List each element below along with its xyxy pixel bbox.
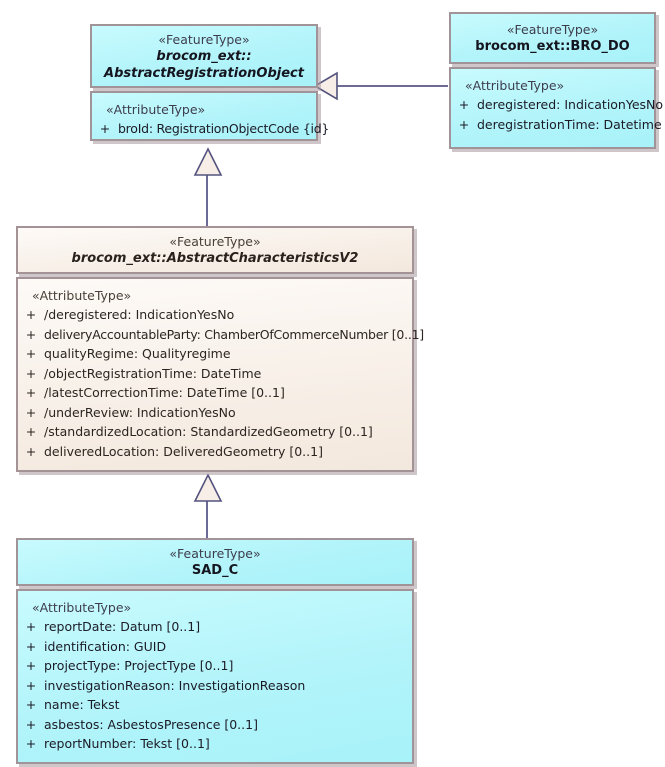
attribute-stereotype: «AttributeType» bbox=[465, 78, 565, 93]
class-attributes-sad-c: «AttributeType» + reportDate: Datum [0..… bbox=[16, 589, 414, 764]
class-sad-c[interactable]: «FeatureType» SAD_C «AttributeType» + re… bbox=[16, 538, 414, 764]
attribute-visibility: + bbox=[25, 736, 37, 751]
class-stereotype: «FeatureType» bbox=[158, 31, 250, 47]
class-attributes-abstract-characteristics-v2: «AttributeType» + /deregistered: Indicat… bbox=[16, 277, 424, 472]
class-header-sad-c: «FeatureType» SAD_C bbox=[16, 538, 414, 586]
class-name-line-1: brocom_ext::AbstractCharacteristicsV2 bbox=[71, 251, 359, 266]
attribute-text: /objectRegistrationTime: DateTime bbox=[44, 365, 262, 381]
attribute-row: + deliveryAccountableParty: ChamberOfCom… bbox=[18, 325, 424, 345]
attribute-row: + deliveredLocation: DeliveredGeometry [… bbox=[18, 442, 412, 462]
attribute-visibility: + bbox=[25, 716, 37, 732]
attribute-visibility: + bbox=[25, 365, 37, 381]
generalization-line-sadc-to-acv2 bbox=[206, 501, 208, 538]
class-stereotype: «FeatureType» bbox=[169, 546, 261, 561]
class-header-bro-do: «FeatureType» brocom_ext::BRO_DO bbox=[449, 12, 656, 64]
attribute-text: reportNumber: Tekst [0..1] bbox=[44, 736, 210, 751]
attribute-text: /latestCorrectionTime: DateTime [0..1] bbox=[44, 385, 285, 400]
attribute-visibility: + bbox=[99, 121, 111, 136]
attribute-row: + name: Tekst bbox=[18, 695, 412, 715]
attribute-row: + reportDate: Datum [0..1] bbox=[18, 617, 412, 637]
attribute-row: + /standardizedLocation: StandardizedGeo… bbox=[18, 422, 412, 442]
attribute-visibility: + bbox=[458, 116, 470, 132]
attribute-visibility: + bbox=[25, 677, 37, 693]
attribute-visibility: + bbox=[25, 326, 37, 342]
attribute-visibility: + bbox=[25, 404, 37, 420]
attribute-visibility: + bbox=[25, 443, 37, 459]
attribute-row: + qualityRegime: Qualityregime bbox=[18, 344, 412, 364]
attribute-row: + deregistered: IndicationYesNo bbox=[451, 95, 663, 115]
attribute-text: name: Tekst bbox=[44, 697, 120, 712]
attribute-text: reportDate: Datum [0..1] bbox=[44, 619, 201, 634]
attribute-visibility: + bbox=[25, 658, 37, 673]
class-name-line-1: brocom_ext:: bbox=[156, 48, 252, 64]
attribute-row: + /latestCorrectionTime: DateTime [0..1] bbox=[18, 383, 412, 403]
attribute-row: + projectType: ProjectType [0..1] bbox=[18, 656, 412, 676]
attribute-text: /deregistered: IndicationYesNo bbox=[44, 307, 235, 322]
attribute-text: deregistrationTime: Datetime bbox=[477, 116, 662, 132]
class-abstract-characteristics-v2[interactable]: «FeatureType» brocom_ext::AbstractCharac… bbox=[16, 226, 424, 472]
class-stereotype: «FeatureType» bbox=[169, 234, 261, 249]
attribute-row: + /deregistered: IndicationYesNo bbox=[18, 305, 412, 325]
generalization-arrowhead-acv2-to-aro bbox=[193, 147, 223, 176]
class-stereotype: «FeatureType» bbox=[506, 22, 599, 37]
attribute-text: deliveredLocation: DeliveredGeometry [0.… bbox=[44, 443, 323, 459]
attribute-stereotype: «AttributeType» bbox=[32, 600, 132, 615]
generalization-line-brodo-to-aro bbox=[336, 85, 448, 87]
attribute-visibility: + bbox=[25, 307, 37, 322]
attribute-text: identification: GUID bbox=[44, 638, 167, 654]
attribute-stereotype: «AttributeType» bbox=[32, 288, 132, 303]
attribute-visibility: + bbox=[25, 697, 37, 712]
attribute-text: projectType: ProjectType [0..1] bbox=[44, 658, 234, 673]
attribute-row: + /underReview: IndicationYesNo bbox=[18, 403, 412, 423]
attribute-text: deliveryAccountableParty: ChamberOfComme… bbox=[44, 326, 424, 342]
attribute-text: broId: RegistrationObjectCode {id} bbox=[118, 121, 330, 136]
generalization-arrowhead-brodo-to-aro bbox=[313, 71, 338, 101]
attribute-visibility: + bbox=[25, 424, 37, 439]
class-name-line-1: brocom_ext::BRO_DO bbox=[475, 39, 630, 54]
attribute-text: /underReview: IndicationYesNo bbox=[44, 404, 236, 420]
attribute-visibility: + bbox=[25, 619, 37, 634]
class-bro-do[interactable]: «FeatureType» brocom_ext::BRO_DO «Attrib… bbox=[449, 12, 663, 149]
attribute-text: qualityRegime: Qualityregime bbox=[44, 346, 231, 361]
attribute-visibility: + bbox=[25, 638, 37, 654]
attribute-text: deregistered: IndicationYesNo bbox=[477, 97, 664, 112]
class-header-abstract-registration-object: «FeatureType» brocom_ext:: AbstractRegis… bbox=[90, 24, 318, 88]
class-abstract-registration-object[interactable]: «FeatureType» brocom_ext:: AbstractRegis… bbox=[90, 24, 330, 141]
attribute-row: + broId: RegistrationObjectCode {id} bbox=[92, 119, 330, 139]
attribute-row: + investigationReason: InvestigationReas… bbox=[18, 676, 412, 696]
class-header-abstract-characteristics-v2: «FeatureType» brocom_ext::AbstractCharac… bbox=[16, 226, 414, 274]
attribute-text: asbestos: AsbestosPresence [0..1] bbox=[44, 716, 258, 732]
attribute-visibility: + bbox=[458, 97, 470, 112]
class-name-line-2: AbstractRegistrationObject bbox=[104, 65, 304, 81]
attribute-stereotype: «AttributeType» bbox=[106, 102, 206, 117]
class-attributes-abstract-registration-object: «AttributeType» + broId: RegistrationObj… bbox=[90, 91, 330, 141]
attribute-row: + /objectRegistrationTime: DateTime bbox=[18, 364, 412, 384]
attribute-row: + deregistrationTime: Datetime bbox=[451, 115, 662, 135]
class-attributes-bro-do: «AttributeType» + deregistered: Indicati… bbox=[449, 67, 663, 149]
attribute-visibility: + bbox=[25, 385, 37, 400]
attribute-text: investigationReason: InvestigationReason bbox=[44, 677, 306, 693]
attribute-visibility: + bbox=[25, 346, 37, 361]
generalization-line-acv2-to-aro bbox=[206, 175, 208, 226]
attribute-text: /standardizedLocation: StandardizedGeome… bbox=[44, 424, 373, 439]
attribute-row: + reportNumber: Tekst [0..1] bbox=[18, 734, 412, 754]
attribute-row: + asbestos: AsbestosPresence [0..1] bbox=[18, 715, 412, 735]
class-name-line-1: SAD_C bbox=[191, 563, 239, 578]
attribute-row: + identification: GUID bbox=[18, 637, 412, 657]
generalization-arrowhead-sadc-to-acv2 bbox=[193, 473, 223, 502]
